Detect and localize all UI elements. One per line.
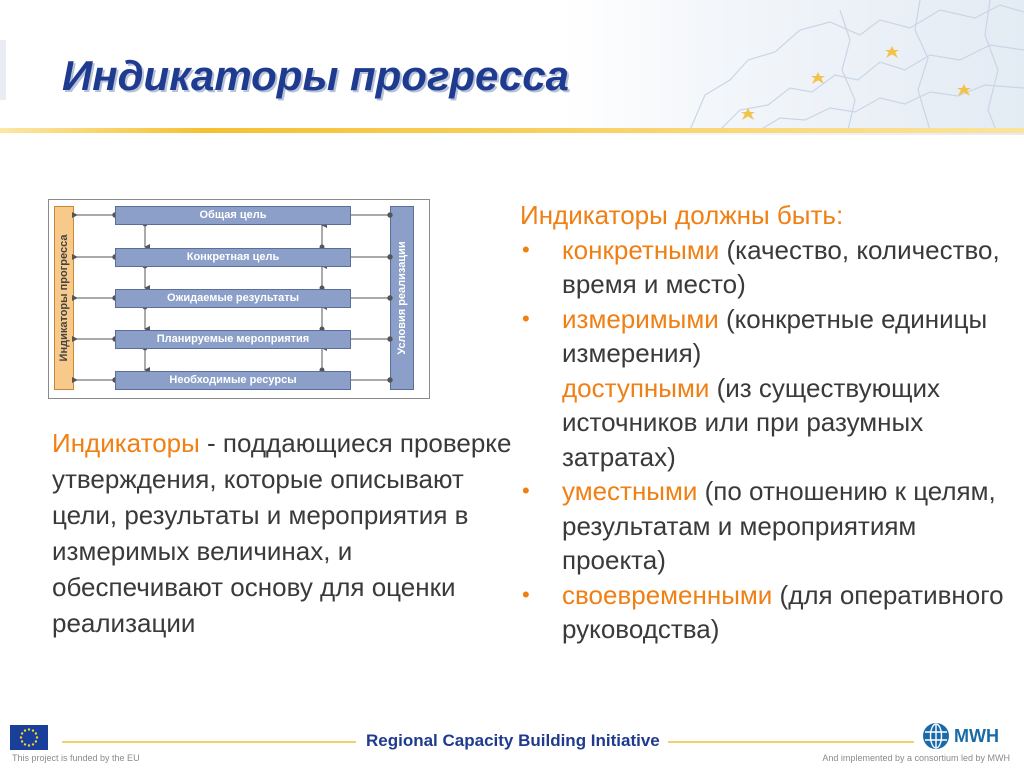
indicator-requirements: Индикаторы должны быть: • конкретными (ка…	[520, 198, 1010, 647]
requirement-term: измеримыми	[562, 303, 719, 334]
bullet-icon: •	[522, 478, 530, 503]
slide-header: Индикаторы прогресса	[0, 0, 1024, 135]
definition-term: Индикаторы	[52, 428, 200, 458]
level-box-specific-goal: Конкретная цель	[115, 248, 351, 267]
mwh-logo: MWH	[954, 726, 999, 746]
list-item: • измеримыми (конкретные единицы измерени…	[520, 302, 1010, 371]
bullet-icon: •	[522, 236, 530, 262]
level-box-overall-goal: Общая цель	[115, 206, 351, 225]
level-box-required-resources: Необходимые ресурсы	[115, 371, 351, 390]
requirements-heading: Индикаторы должны быть:	[520, 200, 844, 230]
definition-text: - поддающиеся проверке утверждения, кото…	[52, 428, 512, 638]
bullet-icon: •	[522, 305, 530, 331]
list-item: доступными (из существующих источников и…	[520, 371, 1010, 475]
requirement-text: (из существующих источников или при разу…	[562, 372, 941, 472]
list-item: • уместными (по отношению к целям, резуль…	[520, 474, 1010, 578]
requirement-term: доступными	[562, 372, 710, 403]
footer-title: Regional Capacity Building Initiative	[366, 731, 660, 750]
requirement-term: своевременными	[562, 579, 773, 610]
requirement-term: конкретными	[562, 234, 720, 265]
consortium-note: And implemented by a consortium led by M…	[822, 753, 1010, 763]
requirements-list: • конкретными (качество, количество, врем…	[520, 233, 1010, 647]
requirement-text: (по отношению к целям, результатам и мер…	[562, 476, 996, 575]
mwh-globe-icon	[923, 723, 949, 749]
logframe-diagram: Индикаторы прогресса Условия реализации	[48, 199, 430, 399]
footer-divider-right	[668, 741, 914, 743]
requirement-text: (для оперативного руководства)	[562, 579, 1004, 645]
level-box-planned-activities: Планируемые мероприятия	[115, 330, 351, 349]
list-item: • конкретными (качество, количество, врем…	[520, 233, 1010, 302]
funding-note: This project is funded by the EU	[12, 753, 140, 763]
title-underline	[0, 128, 1024, 133]
footer-divider-left	[62, 741, 356, 743]
indicator-definition: Индикаторы - поддающиеся проверке утверж…	[52, 425, 512, 641]
slide-title: Индикаторы прогресса	[62, 52, 569, 99]
requirement-text: (конкретные единицы измерения)	[562, 303, 988, 369]
list-item: • своевременными (для оперативного руково…	[520, 578, 1010, 647]
requirement-text: (качество, количество, время и место)	[562, 234, 1000, 300]
bullet-icon: •	[522, 581, 530, 607]
europe-map-decoration	[0, 0, 1024, 131]
requirement-term: уместными	[562, 476, 698, 506]
level-box-expected-results: Ожидаемые результаты	[115, 289, 351, 308]
eu-flag-icon	[10, 725, 48, 750]
